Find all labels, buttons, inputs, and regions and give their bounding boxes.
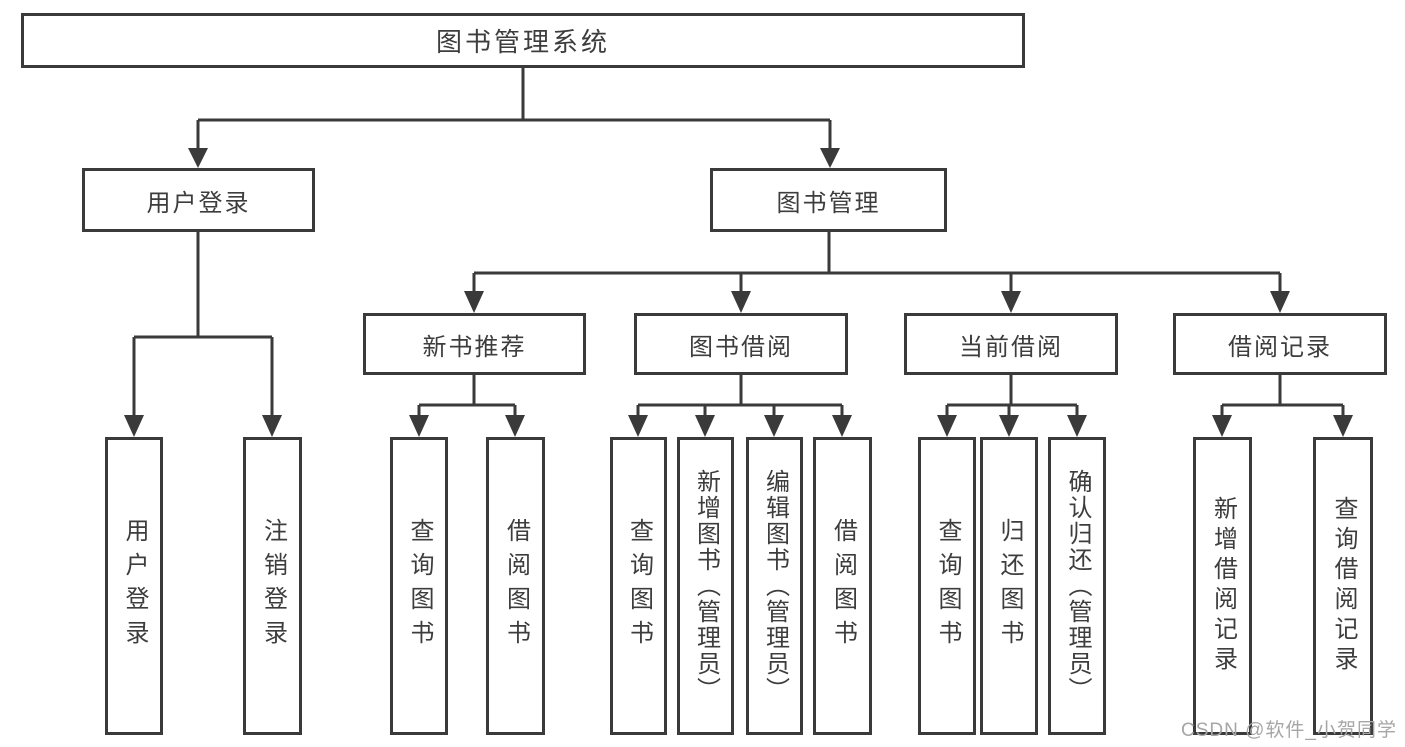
node-label: 图书管理系统 — [435, 27, 610, 57]
node-label: 图书管理 — [776, 189, 881, 217]
leaf-query-borrow-record: 查询借阅记录 — [1313, 437, 1373, 735]
leaf-confirm-return-admin: 确认归还（管理员） — [1048, 437, 1106, 735]
node-current-borrowing: 当前借阅 — [904, 313, 1118, 375]
node-book-borrowing: 图书借阅 — [634, 313, 848, 375]
node-borrowing-records: 借阅记录 — [1173, 313, 1387, 375]
node-label: 确认归还（管理员） — [1064, 469, 1091, 703]
node-label: 归还图书 — [996, 518, 1023, 654]
node-label: 当前借阅 — [959, 333, 1063, 361]
node-user-login: 用户登录 — [82, 168, 315, 232]
node-label: 新书推荐 — [422, 333, 527, 361]
leaf-borrow-books-recommend: 借阅图书 — [486, 437, 545, 735]
leaf-logout: 注销登录 — [243, 437, 302, 735]
node-label: 查询图书 — [406, 518, 433, 654]
node-label: 借阅图书 — [829, 518, 857, 654]
csdn-watermark: CSDN @软件_小贺同学 — [1181, 720, 1397, 741]
node-new-book-recommendation: 新书推荐 — [363, 313, 586, 375]
leaf-borrow-books: 借阅图书 — [813, 437, 872, 735]
node-label: 图书借阅 — [689, 333, 793, 361]
leaf-query-books-recommend: 查询图书 — [390, 437, 448, 735]
node-library-management-system: 图书管理系统 — [21, 13, 1025, 68]
leaf-edit-books-admin: 编辑图书（管理员） — [746, 437, 803, 735]
node-label: 查询图书 — [934, 518, 961, 654]
leaf-add-borrow-record: 新增借阅记录 — [1193, 437, 1252, 735]
leaf-return-books: 归还图书 — [980, 437, 1038, 735]
leaf-query-books-borrowing: 查询图书 — [610, 437, 667, 735]
node-label: 借阅记录 — [1228, 333, 1332, 361]
node-label: 借阅图书 — [502, 518, 530, 654]
node-label: 新增借阅记录 — [1209, 496, 1237, 676]
node-label: 新增图书（管理员） — [692, 469, 720, 703]
node-label: 查询图书 — [625, 518, 653, 654]
node-label: 查询借阅记录 — [1330, 496, 1357, 676]
leaf-query-books-current: 查询图书 — [918, 437, 976, 735]
node-label: 编辑图书（管理员） — [761, 469, 789, 703]
node-book-management: 图书管理 — [710, 168, 947, 232]
node-label: 用户登录 — [146, 189, 251, 217]
node-label: 注销登录 — [259, 518, 287, 654]
leaf-user-login: 用户登录 — [105, 437, 163, 735]
node-label: 用户登录 — [121, 518, 148, 654]
leaf-add-books-admin: 新增图书（管理员） — [677, 437, 734, 735]
